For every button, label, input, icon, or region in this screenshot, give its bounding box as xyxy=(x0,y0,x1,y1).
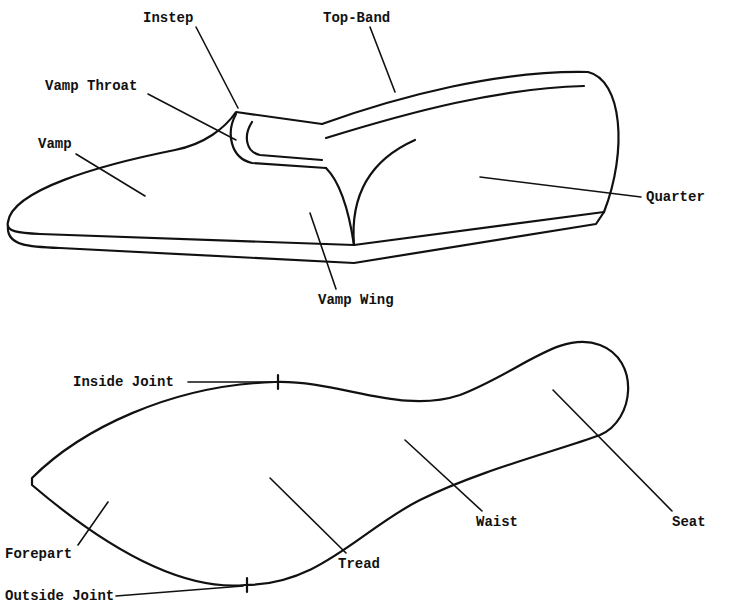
leader-line xyxy=(405,440,482,511)
part-label: Tread xyxy=(338,556,380,572)
leader-lines xyxy=(76,27,672,596)
part-label: Vamp Wing xyxy=(318,292,394,308)
part-label: Outside Joint xyxy=(5,588,114,604)
part-label: Quarter xyxy=(646,189,705,205)
sole-bottom xyxy=(8,212,604,263)
vamp-throat-outer xyxy=(231,114,326,168)
leader-line xyxy=(270,478,346,553)
vamp-throat-inner xyxy=(247,122,322,160)
top-band-outer xyxy=(322,72,588,124)
part-label: Forepart xyxy=(5,546,72,562)
top-band-inner xyxy=(326,86,584,138)
sole-top xyxy=(8,212,604,245)
joint-tick xyxy=(246,578,248,592)
vamp-outline xyxy=(8,112,322,222)
part-label: Vamp Throat xyxy=(45,78,137,94)
leader-line xyxy=(116,586,243,596)
leader-line xyxy=(78,502,108,545)
vamp-wing-edge xyxy=(326,168,354,245)
insole-outline xyxy=(32,342,628,586)
part-label: Inside Joint xyxy=(73,374,174,390)
part-label: Top-Band xyxy=(323,10,390,26)
part-label: Instep xyxy=(143,10,193,26)
collar-inner xyxy=(354,140,415,245)
leader-line xyxy=(480,177,641,197)
joint-tick xyxy=(277,375,279,389)
leader-line xyxy=(370,27,395,92)
leader-line xyxy=(553,390,672,511)
part-label: Waist xyxy=(476,514,518,530)
part-label: Seat xyxy=(672,514,706,530)
leader-line xyxy=(148,94,236,140)
leader-line xyxy=(188,381,272,383)
leader-line xyxy=(76,154,145,196)
part-label: Vamp xyxy=(38,136,72,152)
leader-line xyxy=(310,213,336,289)
leader-line xyxy=(196,27,238,108)
